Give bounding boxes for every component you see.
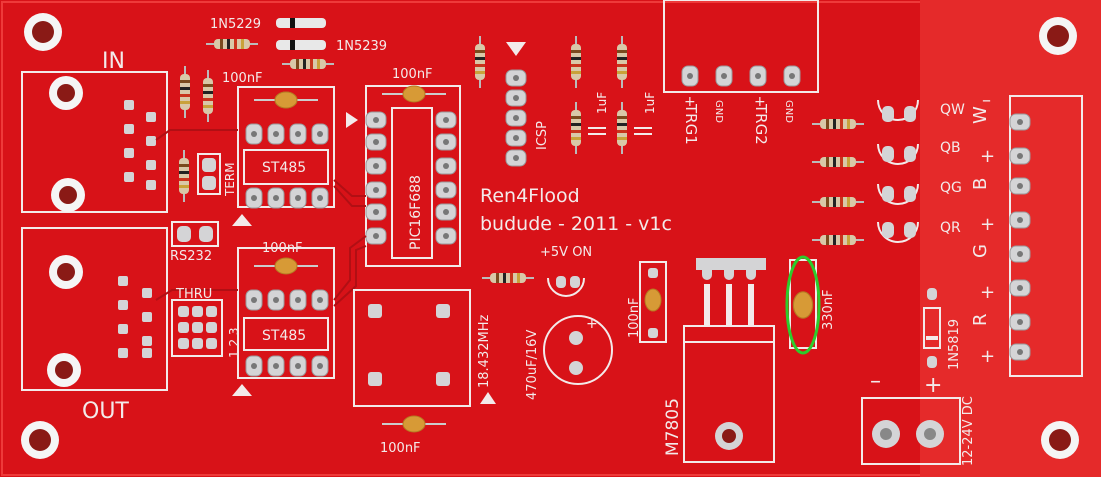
label-icsp: ICSP <box>535 121 550 150</box>
crystal-pads <box>368 304 450 386</box>
label-cap-1uf-1: 1uF <box>595 92 609 114</box>
capacitor <box>402 85 426 103</box>
capacitor <box>402 415 426 433</box>
label-qw: QW <box>940 102 965 118</box>
label-pic: PIC16F688 <box>408 175 424 250</box>
terminal-block <box>861 397 961 465</box>
capacitor <box>274 257 298 275</box>
label-qb: QB <box>940 140 961 156</box>
mounting-hole-tr <box>1039 17 1077 55</box>
label-trg2-gnd: GND <box>783 100 794 123</box>
label-out: OUT <box>82 399 129 424</box>
mounting-hole-bl <box>21 421 59 459</box>
svg-text:+: + <box>980 346 995 367</box>
diode-1n5819 <box>923 288 941 368</box>
label-cap-100nf-1: 100nF <box>222 71 263 86</box>
label-regulator: M7805 <box>663 398 683 456</box>
led-pads <box>556 106 916 288</box>
label-qr: QR <box>940 220 961 236</box>
mounting-hole-tl <box>24 13 62 51</box>
label-trg1: TRG1 <box>682 103 700 145</box>
diode-1n5229 <box>276 18 326 28</box>
thru-jumper <box>171 299 223 357</box>
label-cap-100nf-4: 100nF <box>380 441 421 456</box>
rs232-jumper <box>171 221 219 247</box>
label-w: W <box>970 106 991 124</box>
svg-text:+: + <box>586 316 598 332</box>
label-rs232: RS232 <box>170 249 212 264</box>
copper-traces <box>155 129 367 307</box>
trigger-header <box>663 0 819 93</box>
voltage-regulator <box>683 258 775 463</box>
rj45-jack-out <box>21 227 168 391</box>
label-elcap: 470uF/16V <box>525 330 540 400</box>
label-dc-input: 12-24V DC <box>961 396 976 466</box>
svg-text:+: + <box>980 214 995 235</box>
label-power-led: +5V ON <box>540 245 592 260</box>
thru-jumper-pins <box>178 306 217 349</box>
label-term: TERM <box>223 162 237 197</box>
led-connector-outline <box>1009 95 1083 377</box>
label-b: B <box>970 178 991 190</box>
jack-in-pins <box>124 100 156 190</box>
label-trg2-plus: + <box>754 94 766 110</box>
label-g: G <box>970 244 991 258</box>
svg-text:–: – <box>982 90 991 111</box>
label-st485-top: ST485 <box>262 160 306 176</box>
jack-out-pins <box>118 276 152 358</box>
label-board-title: Ren4Flood <box>480 185 580 207</box>
term-jumper <box>197 153 221 195</box>
label-trg1-gnd: GND <box>713 100 724 123</box>
cap-100nf-regulator <box>639 261 667 343</box>
svg-text:+: + <box>980 146 995 167</box>
crystal-outline <box>353 289 471 407</box>
label-cap-100nf-5: 100nF <box>627 297 642 338</box>
label-diode-2: 1N5239 <box>336 39 387 54</box>
label-thru-pins: 1 2 3 <box>227 327 241 358</box>
label-dc-minus: – <box>870 369 881 394</box>
label-diode-3: 1N5819 <box>947 319 962 370</box>
highlight-circle <box>785 255 821 355</box>
label-st485-bottom: ST485 <box>262 328 306 344</box>
cap-330nf-outline <box>789 259 817 349</box>
label-cap-1uf-2: 1uF <box>643 92 657 114</box>
label-thru: THRU <box>175 287 212 302</box>
status-led <box>547 99 919 297</box>
st485-top-outline <box>237 86 335 208</box>
svg-text:+: + <box>980 282 995 303</box>
diode-1n5239 <box>276 40 326 50</box>
label-in: IN <box>102 49 125 74</box>
label-cap-100nf-3: 100nF <box>262 241 303 256</box>
st485-bottom-outline <box>237 247 335 379</box>
label-board-credit: budude - 2011 - v1c <box>480 213 672 235</box>
label-dc-plus: + <box>924 373 942 398</box>
mounting-hole-br <box>1041 421 1079 459</box>
led-connector-labels: W B G R <box>970 106 991 326</box>
label-qg: QG <box>940 180 962 196</box>
cap-1uf-footprints <box>588 127 652 135</box>
label-trg2: TRG2 <box>752 103 770 145</box>
label-cap-100nf-2: 100nF <box>392 67 433 82</box>
label-crystal: 18.432MHz <box>477 315 492 388</box>
label-diode-1: 1N5229 <box>210 17 261 32</box>
label-r: R <box>970 313 991 326</box>
icsp-header <box>505 69 527 167</box>
label-trg1-plus: + <box>684 94 696 110</box>
rj45-jack-in <box>21 71 168 213</box>
label-cap-330nf: 330nF <box>821 289 836 330</box>
electrolytic-capacitor <box>543 315 613 385</box>
